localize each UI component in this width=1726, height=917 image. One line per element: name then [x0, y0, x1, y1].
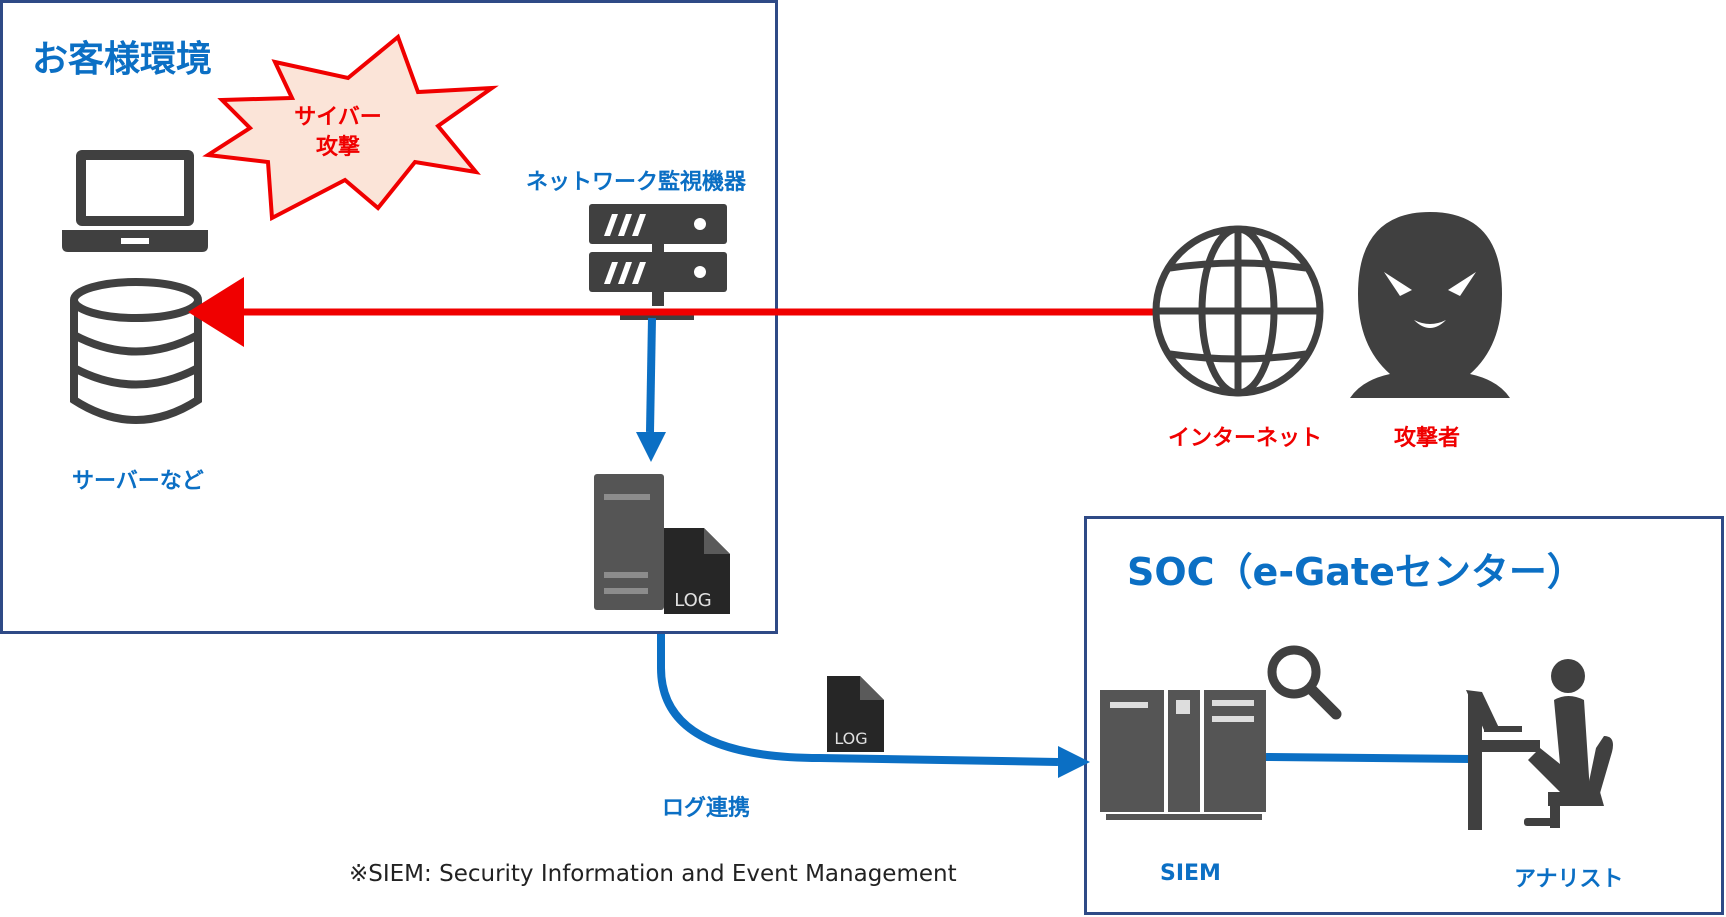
- laptop-icon: [62, 150, 208, 252]
- database-icon: [70, 278, 202, 424]
- siem-analyst-link: [1265, 753, 1471, 763]
- log-file-transit-text: LOG: [834, 729, 867, 748]
- log-flow-label: ログ連携: [662, 796, 751, 821]
- log-collection-arrow: [636, 317, 666, 462]
- customer-environment-frame: [0, 0, 778, 634]
- soc-frame: [1084, 516, 1724, 915]
- network-monitor-icon: [589, 204, 727, 320]
- log-forward-arrow: [657, 634, 1090, 778]
- log-file-text: LOG: [674, 590, 712, 611]
- internet-label: インターネット: [1168, 426, 1323, 451]
- log-file-icon: LOG: [664, 528, 730, 614]
- magnifier-icon: [1267, 645, 1342, 720]
- analyst-label: アナリスト: [1514, 867, 1624, 892]
- log-file-transit-icon: LOG: [827, 676, 884, 752]
- attacker-label: 攻撃者: [1394, 426, 1461, 451]
- attack-label-line1: サイバー: [294, 105, 382, 130]
- servers-label: サーバーなど: [72, 469, 204, 494]
- siem-server-icon: [1100, 690, 1266, 820]
- globe-icon: [1152, 225, 1324, 397]
- network-monitor-label: ネットワーク監視機器: [526, 170, 747, 195]
- footnote: ※SIEM: Security Information and Event Ma…: [349, 861, 957, 887]
- attack-label-line2: 攻撃: [316, 134, 360, 160]
- soc-title: SOC（e-Gateセンター）: [1127, 550, 1585, 594]
- log-server-icon: [594, 474, 664, 610]
- cyber-attack-burst: サイバー 攻撃: [202, 33, 499, 222]
- attacker-icon: [1350, 212, 1510, 398]
- siem-label: SIEM: [1160, 861, 1221, 886]
- analyst-icon: [1466, 659, 1613, 830]
- customer-environment-title: お客様環境: [32, 39, 213, 80]
